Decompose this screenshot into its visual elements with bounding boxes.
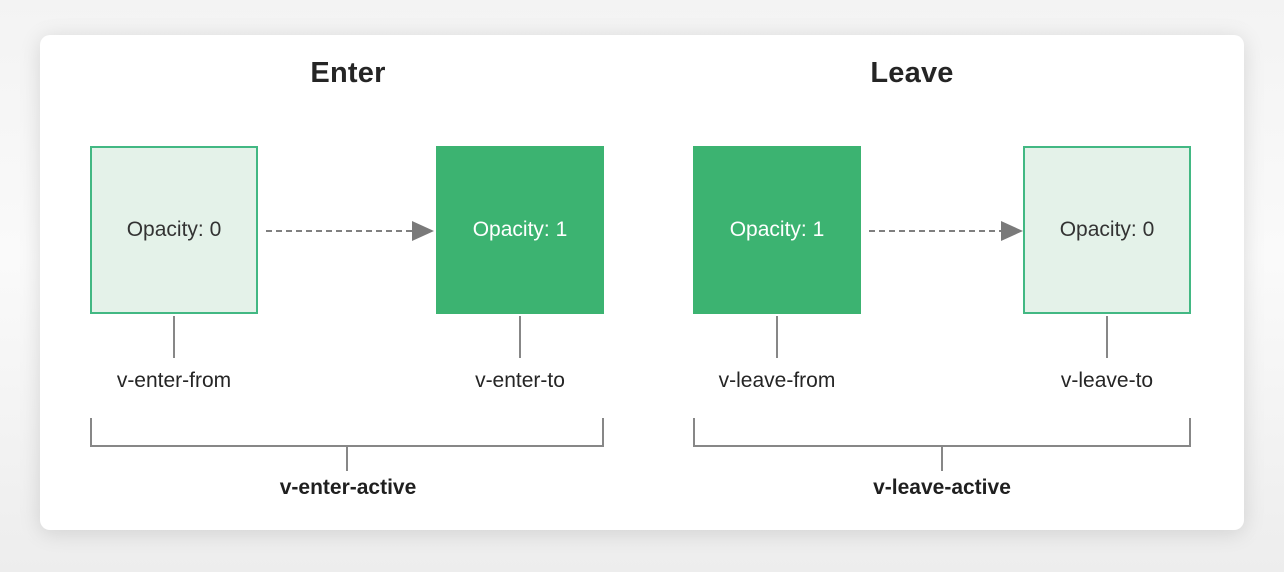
transition-diagram-card: Enter Opacity: 0 Opacity: 1 v-enter-from… [40, 35, 1244, 530]
opacity-box-leave-to: Opacity: 0 [1023, 146, 1191, 314]
transition-arrow-leave [869, 220, 1023, 242]
panel-title-leave: Leave [870, 57, 954, 89]
class-label-leave-active: v-leave-active [873, 476, 1011, 499]
panel-enter: Enter Opacity: 0 Opacity: 1 v-enter-from… [88, 35, 608, 530]
active-range-bracket [90, 418, 604, 447]
opacity-box-leave-from: Opacity: 1 [693, 146, 861, 314]
opacity-box-enter-to: Opacity: 1 [436, 146, 604, 314]
connector-tick [173, 316, 175, 358]
connector-tick [519, 316, 521, 358]
bracket-stem [941, 447, 943, 471]
dashed-line [869, 230, 1001, 232]
box-opacity-label: Opacity: 1 [472, 218, 568, 241]
class-label-leave-to: v-leave-to [1060, 369, 1154, 392]
class-label-enter-from: v-enter-from [116, 369, 232, 392]
panel-leave: Leave Opacity: 1 Opacity: 0 v-leave-from… [692, 35, 1192, 530]
dashed-line [266, 230, 412, 232]
class-label-enter-to: v-enter-to [475, 369, 565, 392]
transition-arrow-enter [266, 220, 434, 242]
panel-title-enter: Enter [310, 57, 386, 89]
arrowhead-icon [1001, 221, 1023, 241]
box-opacity-label: Opacity: 0 [1059, 218, 1155, 241]
active-range-bracket [693, 418, 1191, 447]
box-opacity-label: Opacity: 0 [126, 218, 222, 241]
opacity-box-enter-from: Opacity: 0 [90, 146, 258, 314]
connector-tick [776, 316, 778, 358]
connector-tick [1106, 316, 1108, 358]
box-opacity-label: Opacity: 1 [729, 218, 825, 241]
class-label-enter-active: v-enter-active [279, 476, 417, 499]
class-label-leave-from: v-leave-from [718, 369, 836, 392]
bracket-stem [346, 447, 348, 471]
arrowhead-icon [412, 221, 434, 241]
